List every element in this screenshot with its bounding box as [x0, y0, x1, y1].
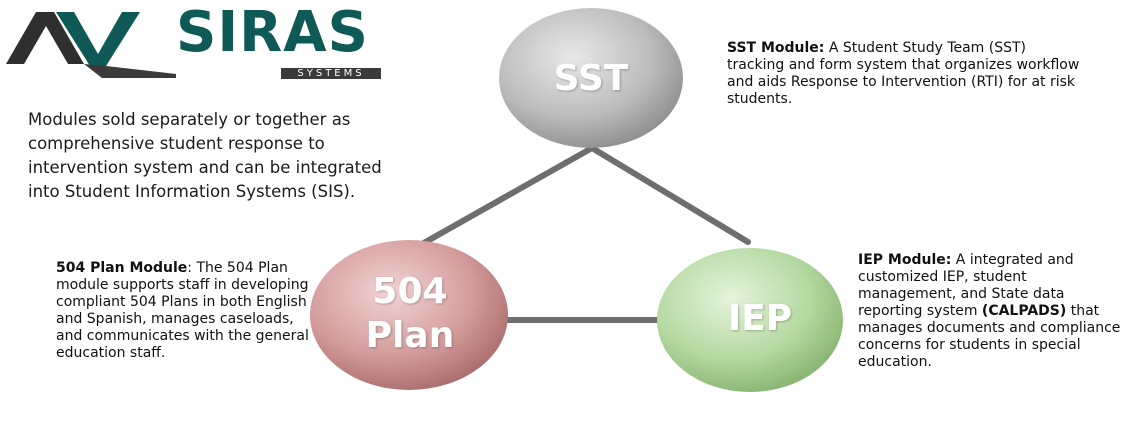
intro-paragraph: Modules sold separately or together as c… [28, 110, 382, 201]
plan504-description-title: 504 Plan Module [56, 260, 188, 276]
plan504-label-line2: Plan [365, 315, 455, 356]
logo-subtitle: SYSTEMS [281, 68, 381, 79]
iep-description-bold-term: (CALPADS) [981, 303, 1067, 319]
sst-description-title: SST Module: [727, 40, 825, 56]
siras-logo: SIRAS SYSTEMS [6, 0, 386, 82]
sst-node-label: SST [553, 58, 629, 99]
plan504-description-body: : The 504 Plan module supports staff in … [56, 260, 309, 361]
iep-description-body-before: A integrated and customized IEP, student… [858, 252, 1074, 319]
plan504-description: 504 Plan Module: The 504 Plan module sup… [56, 260, 316, 362]
iep-description-title: IEP Module: [858, 252, 952, 268]
iep-description: IEP Module: A integrated and customized … [858, 252, 1128, 371]
sst-description-body: A Student Study Team (SST) tracking and … [727, 40, 1080, 107]
connector-sst-504 [419, 145, 595, 247]
connector-sst-iep [589, 145, 751, 245]
iep-description-body-after: that manages documents and compliance co… [858, 303, 1121, 370]
logo-mark-icon [6, 12, 176, 78]
plan504-node-label: 504 Plan [340, 270, 480, 358]
plan504-label-line1: 504 [372, 271, 448, 312]
sst-description: SST Module: A Student Study Team (SST) t… [727, 40, 1087, 108]
iep-node-label: IEP [727, 298, 793, 339]
logo-wordmark: SIRAS [176, 0, 369, 65]
